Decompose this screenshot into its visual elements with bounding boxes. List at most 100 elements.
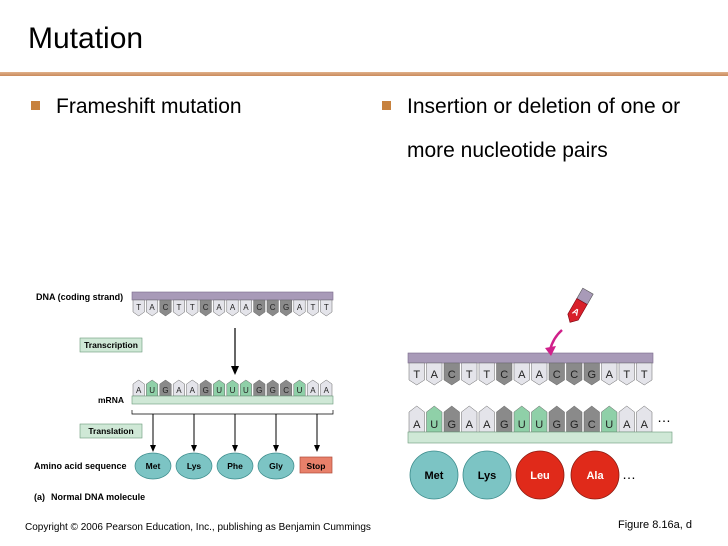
mutant-dna-base-label: C: [448, 369, 456, 381]
mrna-base-label: A: [190, 386, 196, 395]
mutant-mrna-base-label: G: [570, 419, 579, 431]
mutant-dna-base-label: A: [431, 369, 439, 381]
dna-base-label: C: [163, 303, 169, 312]
bullet-insertion-deletion: Insertion or deletion of one or more nuc…: [407, 95, 681, 162]
transcription-label: Transcription: [84, 340, 138, 350]
translation-box: [79, 423, 143, 439]
dna-base-label: A: [230, 303, 236, 312]
dna-base-label: A: [297, 303, 303, 312]
translation-label: Translation: [88, 426, 133, 436]
mutant-dna-base-label: T: [623, 369, 630, 381]
arrowhead-icon: [191, 445, 197, 452]
mrna-base-label: G: [270, 386, 276, 395]
amino-acid-label: Gly: [269, 461, 283, 471]
mutant-dna-base-label: G: [587, 369, 596, 381]
mutant-amino-label: Ala: [586, 470, 604, 482]
amino-acid: [175, 452, 213, 480]
dna-base: [213, 299, 226, 317]
dna-base-label: A: [149, 303, 155, 312]
arrowhead-icon: [232, 445, 238, 452]
mutant-amino-acid: [515, 450, 565, 500]
mutant-dna-base: [601, 362, 618, 386]
mutant-mrna-base-label: U: [430, 419, 438, 431]
dna-base-label: C: [203, 303, 209, 312]
mrna-label: mRNA: [98, 395, 124, 405]
mutant-dna-base: [566, 362, 583, 386]
mutant-mrna-base-label: C: [588, 419, 596, 431]
dna-base: [159, 299, 172, 317]
amino-acid-label: Phe: [227, 461, 243, 471]
mutant-mrna-base-label: U: [535, 419, 543, 431]
mrna-base-label: A: [324, 386, 330, 395]
mutant-dna-base: [583, 362, 600, 386]
dna-base-label: T: [310, 303, 315, 312]
mutant-amino-label: Lys: [478, 470, 497, 482]
mutant-amino-label: Leu: [530, 470, 550, 482]
dna-base: [266, 299, 279, 317]
mutant-dna-base: [548, 362, 565, 386]
arrowhead-icon: [314, 445, 320, 452]
mutant-dna-base-label: T: [413, 369, 420, 381]
dna-base: [186, 299, 199, 317]
mutant-mrna-base-label: G: [552, 419, 561, 431]
mutant-dna-base-label: A: [606, 369, 614, 381]
dna-base-label: C: [256, 303, 262, 312]
mutant-dna-base: [478, 362, 495, 386]
mutant-dna-base: [531, 362, 548, 386]
amino-ellipsis: …: [622, 466, 636, 482]
mutant-dna-base: [636, 362, 653, 386]
dna-base: [199, 299, 212, 317]
mutant-dna-base: [513, 362, 530, 386]
mrna-base-label: G: [256, 386, 262, 395]
title-divider: [0, 72, 728, 76]
inserted-nucleotide: A: [567, 287, 594, 323]
mutant-dna-base-label: C: [500, 369, 508, 381]
stop-label: Stop: [307, 461, 326, 471]
bullet-square-icon: [382, 101, 391, 110]
mutant-dna-base: [443, 362, 460, 386]
mutant-dna-base-label: T: [641, 369, 648, 381]
amino-acid: [216, 452, 254, 480]
mutant-dna-base-label: T: [466, 369, 473, 381]
mrna-base-label: A: [310, 386, 316, 395]
dna-base-label: C: [270, 303, 276, 312]
mutant-dna-backbone: [407, 352, 654, 364]
arrowhead-icon: [273, 445, 279, 452]
mutant-amino-label: Met: [425, 470, 444, 482]
bullet-square-icon: [31, 101, 40, 110]
mutant-mrna-backbone: [407, 431, 673, 444]
dna-base: [172, 299, 185, 317]
dna-base-label: T: [324, 303, 329, 312]
dna-base: [293, 299, 306, 317]
amino-acid: [134, 452, 172, 480]
mutant-mrna-base-label: A: [623, 419, 631, 431]
mutant-mrna-base-label: A: [466, 419, 474, 431]
mutant-amino-acid: [462, 450, 512, 500]
mutant-mrna-base-label: A: [413, 419, 421, 431]
mrna-base-label: G: [203, 386, 209, 395]
dna-base-label: T: [136, 303, 141, 312]
dna-base: [253, 299, 266, 317]
figure-reference: Figure 8.16a, d: [618, 519, 692, 531]
mutant-mrna-base-label: U: [518, 419, 526, 431]
dna-base: [146, 299, 159, 317]
mrna-base-label: U: [297, 386, 303, 395]
inserted-base: [567, 298, 588, 323]
transcription-arrowhead-icon: [231, 366, 239, 375]
dna-backbone: [131, 291, 334, 301]
mrna-base-label: U: [230, 386, 236, 395]
dna-base: [320, 299, 333, 317]
copyright-text: Copyright © 2006 Pearson Education, Inc.…: [25, 522, 371, 533]
dna-base-label: T: [190, 303, 195, 312]
mrna-base-label: G: [162, 386, 168, 395]
amino-acid: [257, 452, 295, 480]
mutant-mrna-base-label: A: [641, 419, 649, 431]
mutant-dna-base: [426, 362, 443, 386]
mrna-base-label: A: [176, 386, 182, 395]
panel-a-caption: Normal DNA molecule: [51, 492, 145, 502]
dna-base: [132, 299, 145, 317]
dna-base: [280, 299, 293, 317]
mrna-base-label: A: [136, 386, 142, 395]
insertion-arrowhead-icon: [545, 346, 556, 356]
